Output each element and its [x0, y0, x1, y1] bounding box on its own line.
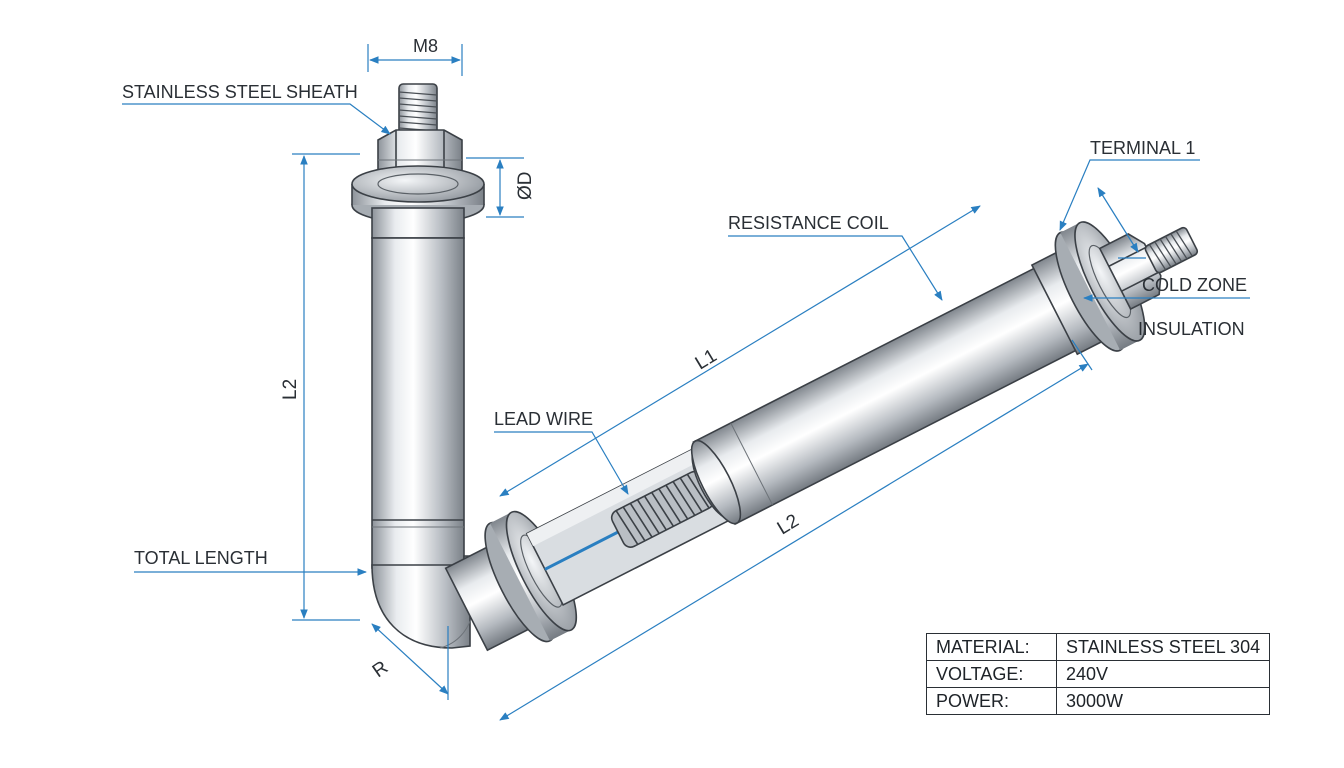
threaded-stud-far — [1144, 226, 1199, 274]
dimension-lines — [122, 44, 1250, 721]
label-thread: M8 — [413, 36, 438, 56]
spec-key: VOLTAGE: — [926, 660, 1057, 688]
spec-key: MATERIAL: — [926, 633, 1057, 661]
label-cold-zone: COLD ZONE — [1142, 275, 1247, 295]
label-l2-horizontal: L2 — [774, 510, 803, 539]
label-radius: R — [369, 657, 392, 682]
spec-value: STAINLESS STEEL 304 — [1055, 633, 1271, 661]
label-diameter: ØD — [515, 172, 536, 201]
collar-top — [371, 207, 465, 239]
spec-key: POWER: — [926, 687, 1057, 715]
label-l2-vertical: L2 — [280, 379, 301, 400]
label-lead-wire: LEAD WIRE — [494, 409, 593, 429]
label-insulation: INSULATION — [1138, 319, 1245, 339]
spec-value: 240V — [1055, 660, 1271, 688]
flange-far — [1054, 221, 1146, 352]
label-total-length: TOTAL LENGTH — [134, 548, 268, 568]
spec-value: 3000W — [1055, 687, 1271, 715]
label-l1: L1 — [692, 345, 721, 374]
spec-row: POWER:3000W — [926, 687, 1271, 715]
label-terminal: TERMINAL 1 — [1090, 138, 1195, 158]
spec-row: VOLTAGE:240V — [926, 660, 1271, 688]
spec-row: MATERIAL:STAINLESS STEEL 304 — [926, 633, 1271, 661]
label-sheath: STAINLESS STEEL SHEATH — [122, 82, 358, 102]
threaded-stud-top — [398, 83, 438, 135]
vertical-tube — [371, 237, 465, 569]
flange-top — [351, 165, 485, 224]
label-resistance-coil: RESISTANCE COIL — [728, 213, 889, 233]
